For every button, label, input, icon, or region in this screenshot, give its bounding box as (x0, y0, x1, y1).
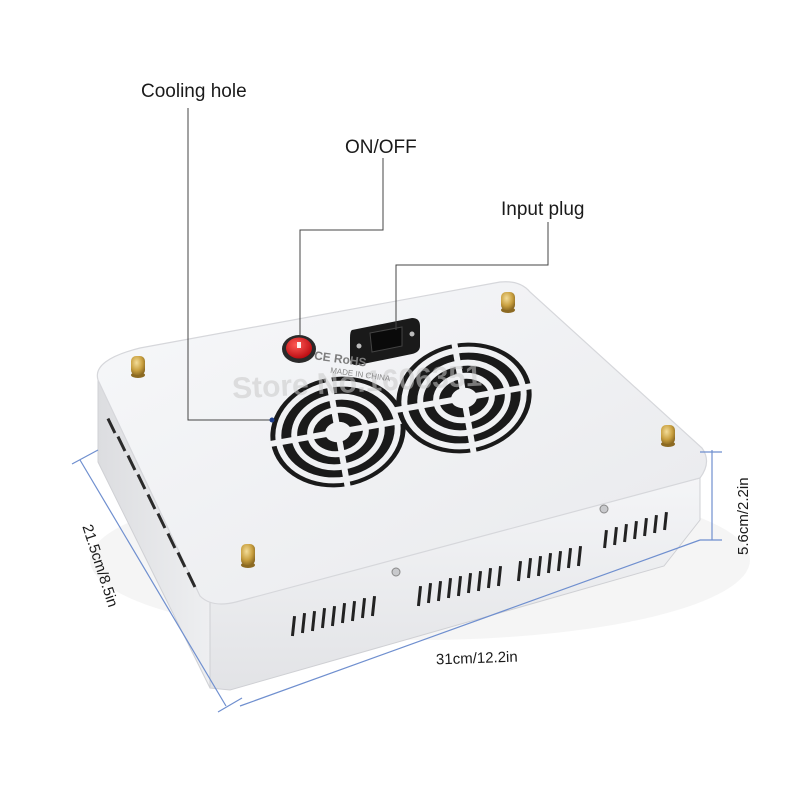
callout-lines (187, 108, 549, 421)
mounting-studs (131, 292, 675, 568)
dimension-lines (71, 449, 722, 713)
input-plug-socket (350, 318, 420, 366)
front-screw-left (391, 567, 401, 577)
length-dimension-label: 31cm/12.2in (435, 648, 518, 669)
input-plug-label: Input plug (501, 199, 585, 220)
left-side-vents (106, 417, 197, 588)
front-side-vents (290, 511, 668, 637)
stud-back-right (501, 292, 515, 313)
stud-back-left (131, 356, 145, 378)
on-off-label: ON/OFF (345, 137, 417, 158)
cooling-fan-right (394, 341, 534, 455)
cooling-fan-left (268, 375, 408, 489)
cooling-hole-label: Cooling hole (141, 81, 247, 102)
cooling-hole-leader (187, 108, 272, 421)
width-dim-line (79, 459, 227, 707)
on-off-leader (299, 158, 384, 335)
length-dim-line (239, 539, 701, 707)
input-plug-leader (395, 222, 549, 330)
height-dimension-label: 5.6cm/2.2in (735, 477, 752, 555)
cooling-hole-anchor (269, 417, 275, 423)
stud-front-right (661, 425, 675, 447)
power-switch[interactable] (282, 335, 316, 363)
stud-front-left (241, 544, 255, 568)
front-screw-right (599, 504, 609, 514)
